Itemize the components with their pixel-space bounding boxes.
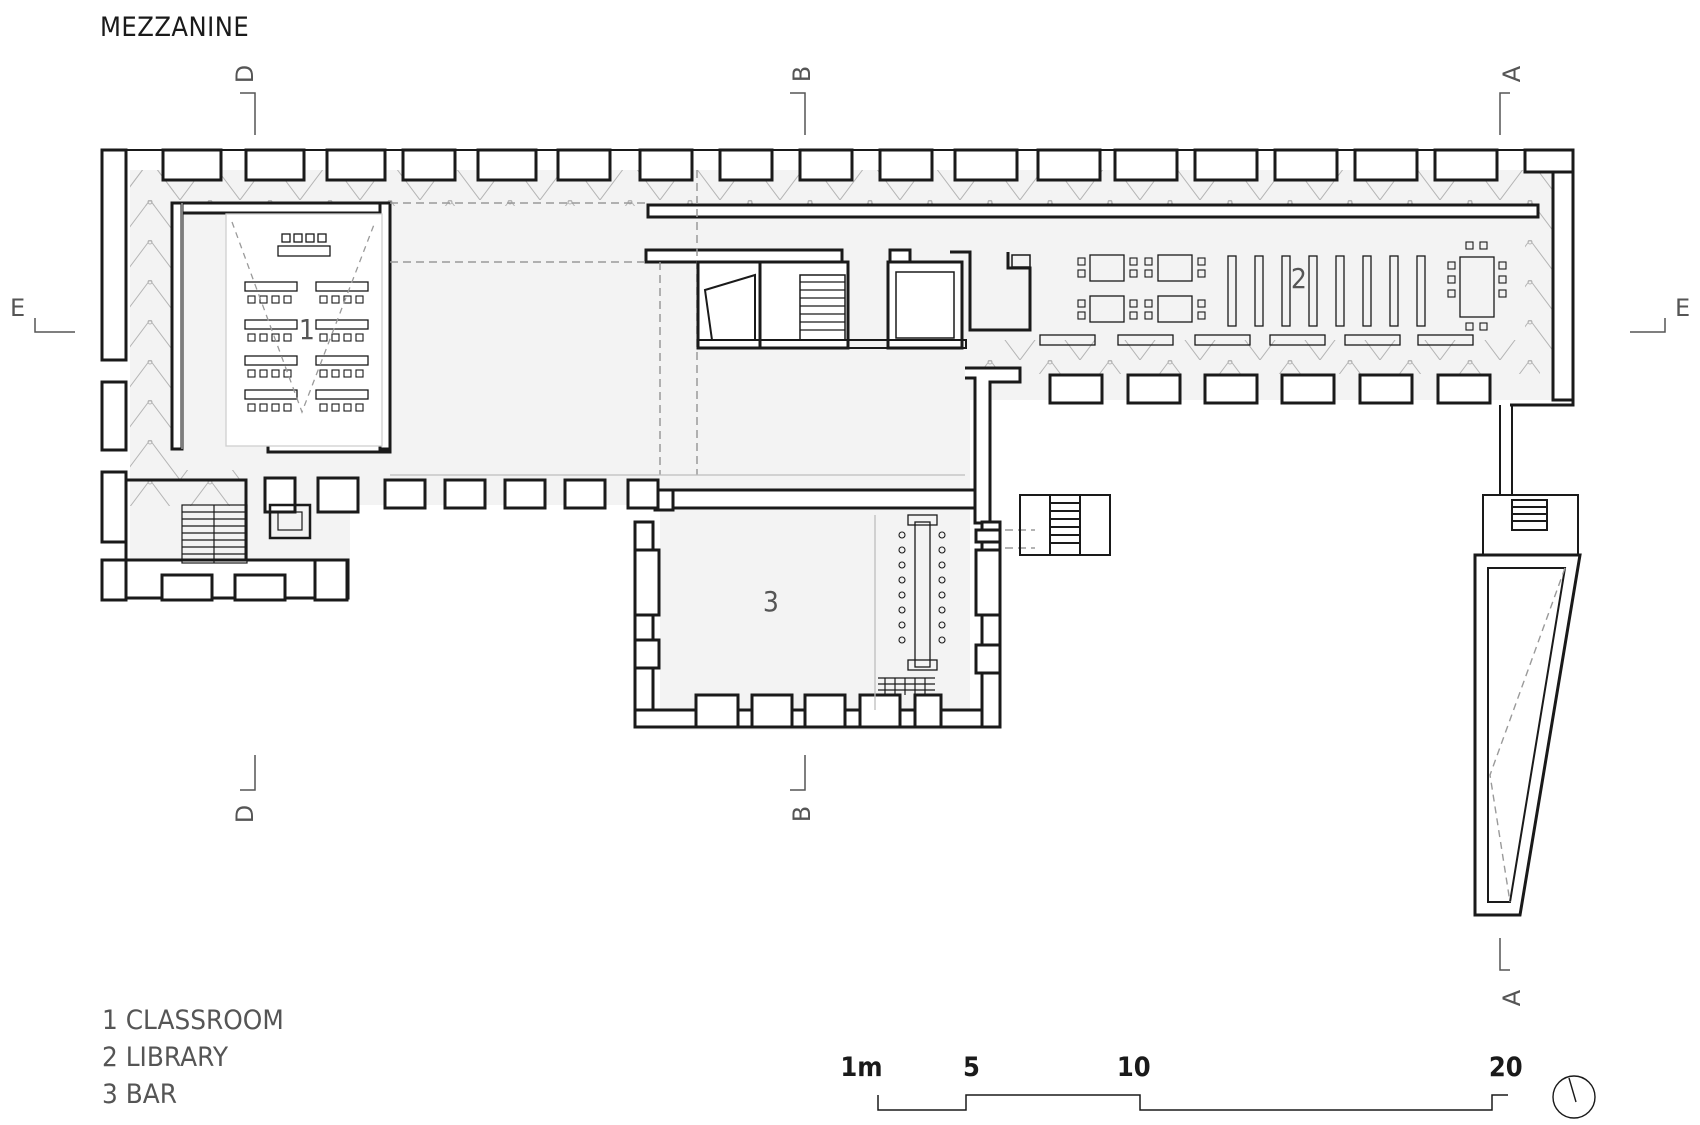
stair-treads <box>181 281 935 695</box>
external-stairs <box>1019 405 1579 556</box>
top-piers <box>161 148 1575 182</box>
section-label-a-top: A <box>1498 65 1527 83</box>
scale-label-1m: 1m <box>840 1052 883 1083</box>
section-label-d-top: D <box>231 64 260 84</box>
classroom-furniture <box>225 213 383 447</box>
scale-label-10: 10 <box>1116 1052 1151 1083</box>
north-arrow-icon <box>1552 1075 1596 1119</box>
section-label-b-bottom: B <box>788 805 817 823</box>
section-lines <box>34 92 1666 971</box>
section-label-e-left: E <box>10 294 26 322</box>
section-label-d-bottom: D <box>231 804 260 824</box>
lower-piers <box>160 373 1492 729</box>
room-number-2: 2 <box>1290 262 1307 295</box>
section-label-b-top: B <box>788 65 817 83</box>
legend-item-bar: 3 BAR <box>102 1079 177 1110</box>
scale-label-20: 20 <box>1488 1052 1523 1083</box>
legend: 1 CLASSROOM 2 LIBRARY 3 BAR <box>102 1002 284 1113</box>
room-number-1: 1 <box>298 313 315 346</box>
tower-shaft <box>1473 553 1582 917</box>
legend-item-classroom: 1 CLASSROOM <box>102 1005 284 1036</box>
room-number-3: 3 <box>762 585 779 618</box>
scale-bar <box>877 1094 1508 1111</box>
section-label-a-bottom: A <box>1498 989 1527 1007</box>
library-furniture <box>1039 241 1507 346</box>
page-title: MEZZANINE <box>100 12 250 43</box>
scale-label-5: 5 <box>962 1052 980 1083</box>
legend-item-library: 2 LIBRARY <box>102 1042 228 1073</box>
bar-furniture <box>874 514 946 710</box>
stair-cores <box>696 248 1032 350</box>
section-label-e-right: E <box>1675 294 1691 322</box>
